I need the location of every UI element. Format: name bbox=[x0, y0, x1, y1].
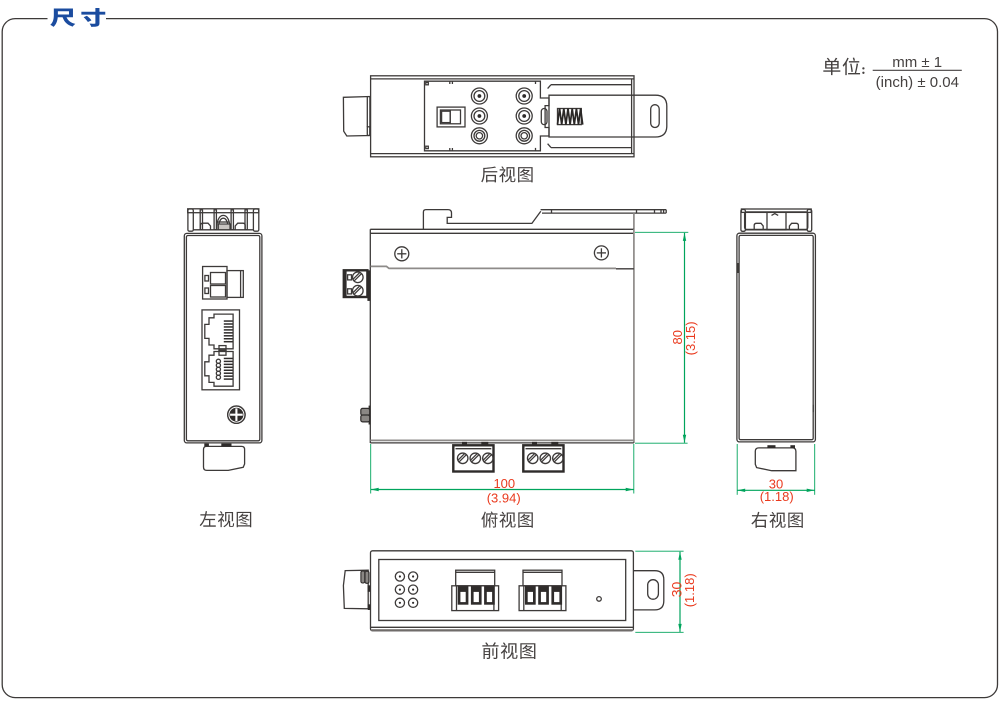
svg-text:(3.15): (3.15) bbox=[683, 321, 698, 355]
svg-text:30: 30 bbox=[668, 582, 684, 598]
svg-text:(inch) ± 0.04: (inch) ± 0.04 bbox=[876, 74, 959, 91]
svg-text:100: 100 bbox=[493, 476, 515, 491]
svg-text:(3.94): (3.94) bbox=[487, 491, 521, 506]
svg-text:(1.18): (1.18) bbox=[682, 573, 697, 607]
svg-text:80: 80 bbox=[670, 330, 685, 344]
svg-text:30: 30 bbox=[769, 477, 783, 492]
svg-text:(1.18): (1.18) bbox=[760, 489, 794, 504]
svg-text:mm ± 1: mm ± 1 bbox=[892, 54, 942, 71]
